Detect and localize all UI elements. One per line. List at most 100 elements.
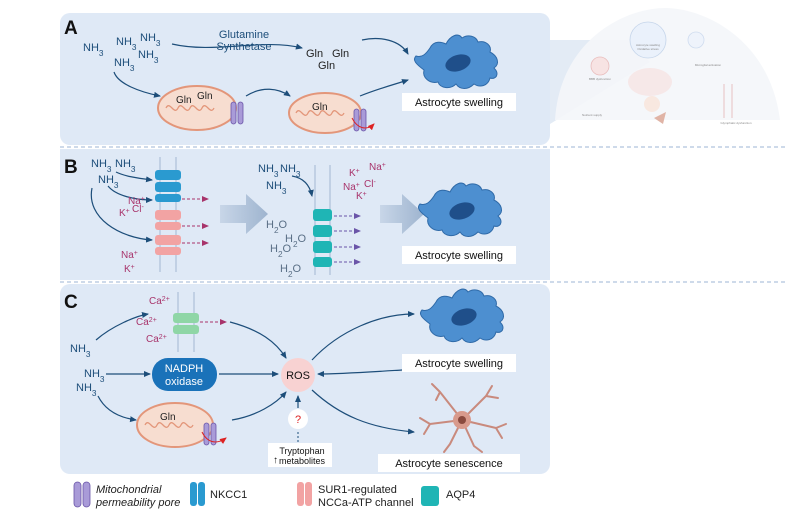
inset-label-glymphatic: Glymphatic dysfunction — [720, 121, 751, 125]
b-arrow-nh3-aqp4 — [291, 175, 314, 197]
b-water-4: H2O — [280, 263, 302, 279]
b-ion-na-2: Na+ — [121, 250, 138, 262]
a-arrow-gln-to-swelling — [361, 37, 409, 55]
legend-nkcc1-label: NKCC1 — [210, 489, 247, 501]
a-enzyme-line2: Synthetase — [216, 41, 271, 53]
c-outcome-swelling-label: Astrocyte swelling — [415, 358, 503, 370]
c-ca-1: Ca2+ — [149, 296, 170, 308]
c-nh3-2: NH3 — [84, 368, 105, 384]
c-arrow-nh3-calcium — [95, 312, 149, 341]
c-ca-2: Ca2+ — [136, 317, 157, 329]
c-arrow-ros-swelling — [311, 311, 415, 361]
a-outcome-box — [402, 93, 516, 111]
legend-aqp4-icon — [421, 486, 439, 506]
a-nh3-4: NH3 — [138, 49, 159, 65]
c-ros-label: ROS — [286, 370, 310, 382]
c-tryptophan-line1: Tryptophan — [279, 446, 324, 456]
b-ion-cl-mid: Cl- — [364, 179, 376, 191]
legend-sur1-icon — [297, 482, 312, 506]
legend-mpore-icon — [73, 481, 91, 508]
a-mitochondrion-2 — [288, 92, 362, 134]
a-arrow-mito1-to-mito2 — [245, 88, 291, 97]
a-nh3-3: NH3 — [140, 32, 161, 48]
legend-nkcc1-icon — [190, 482, 205, 506]
c-senescent-nucleus — [458, 416, 466, 424]
b-nh3-mid-2: NH3 — [280, 163, 301, 179]
panel-b-letter: B — [64, 157, 78, 178]
a-outcome-label: Astrocyte swelling — [415, 97, 503, 109]
inset-label-swelling: Astrocyte swelling — [636, 43, 660, 47]
b-ion-k-2: K+ — [124, 264, 135, 276]
b-big-arrow-2 — [380, 194, 424, 234]
inset-label-bbb: BBB dysfunction — [589, 77, 611, 81]
c-tryptophan-line2: metabolites — [279, 456, 326, 466]
a-enzyme-line1: Glutamine — [219, 29, 269, 41]
inset-illustration: Astrocyte swelling Oxidative stress BBB … — [555, 8, 780, 125]
b-ion-k-mid-1: K+ — [349, 168, 360, 180]
a-arrow-nh3-to-mito — [113, 71, 161, 98]
c-nh3-1: NH3 — [70, 343, 91, 359]
a-mito1-gln-2: Gln — [197, 91, 213, 102]
inset-label-nutrient: Nutrient supply — [582, 113, 603, 117]
b-nh3-3: NH3 — [98, 174, 119, 190]
b-arrow-nh3-nkcc1 — [115, 171, 153, 183]
a-gln-3: Gln — [318, 60, 335, 72]
a-mito2-gln: Gln — [312, 102, 328, 113]
b-ion-k-1: K+ — [119, 208, 130, 220]
c-calcium-channel — [173, 313, 199, 334]
panel-a-letter: A — [64, 18, 78, 39]
b-nh3-1: NH3 — [91, 158, 112, 174]
b-outcome-label: Astrocyte swelling — [415, 250, 503, 262]
c-question-circle — [288, 409, 308, 429]
b-nh3-mid-1: NH3 — [258, 163, 279, 179]
c-ca-3: Ca2+ — [146, 334, 167, 346]
c-tryptophan-box — [268, 443, 332, 467]
legend-aqp4-label: AQP4 — [446, 489, 475, 501]
b-nh3-2: NH3 — [115, 158, 136, 174]
c-nadph-box — [152, 358, 217, 391]
b-nh3-mid-3: NH3 — [266, 180, 287, 196]
b-outcome-box — [402, 246, 516, 264]
a-mito1-gln-1: Gln — [176, 95, 192, 106]
b-arrow-nh3-nkcc1-b — [107, 185, 153, 203]
legend-mpore-line1: Mitochondrial — [96, 484, 162, 496]
c-mito-leak-arrow — [201, 431, 227, 444]
legend-sur1-line2: NCCa-ATP channel — [318, 497, 414, 509]
legend-mpore-line2: permeability pore — [95, 497, 180, 509]
c-outcome-swelling-box — [402, 354, 516, 372]
a-gln-1: Gln — [306, 48, 323, 60]
c-arrow-ros-senescence — [311, 389, 415, 435]
c-nadph-line1: NADPH — [165, 363, 204, 375]
c-mito-gln: Gln — [160, 412, 176, 423]
b-sur1-channel-1 — [155, 210, 181, 230]
b-water-2: H2O — [285, 233, 307, 249]
a-nh3-2: NH3 — [116, 36, 137, 52]
panel-c-letter: C — [64, 292, 78, 313]
b-water-3: H2O — [270, 243, 292, 259]
c-nadph-line2: oxidase — [165, 376, 203, 388]
a-nh3-1: NH3 — [83, 42, 104, 58]
a-nh3-5: NH3 — [114, 57, 135, 73]
c-arrow-mito-ros — [231, 391, 287, 421]
b-ion-cl-1: Cl- — [132, 204, 144, 216]
c-mitochondrion — [136, 402, 214, 448]
b-arrow-nh3-sur1 — [90, 187, 153, 243]
legend-sur1-line1: SUR1-regulated — [318, 484, 397, 496]
b-ion-na-mid-1: Na+ — [369, 162, 386, 174]
b-ion-na-1: Na+ — [128, 196, 145, 208]
inset-label-microglia: Microglial activation — [695, 63, 722, 67]
c-arrow-nh3-mito — [97, 395, 137, 423]
a-gln-2: Gln — [332, 48, 349, 60]
b-nkcc1-channel — [155, 170, 181, 202]
b-ion-k-mid-2: K+ — [356, 191, 367, 203]
c-outcome-senescence-box — [378, 454, 520, 472]
c-ros-circle — [281, 358, 315, 392]
c-question-mark: ? — [295, 414, 301, 426]
a-mito2-leak-arrow — [351, 117, 375, 131]
b-water-1: H2O — [266, 219, 288, 235]
c-arrow-calcium-ros — [229, 321, 287, 359]
b-ion-na-mid-2: Na+ — [343, 182, 360, 194]
c-tryptophan-up: ↑ — [273, 455, 278, 466]
c-nh3-3: NH3 — [76, 382, 97, 398]
